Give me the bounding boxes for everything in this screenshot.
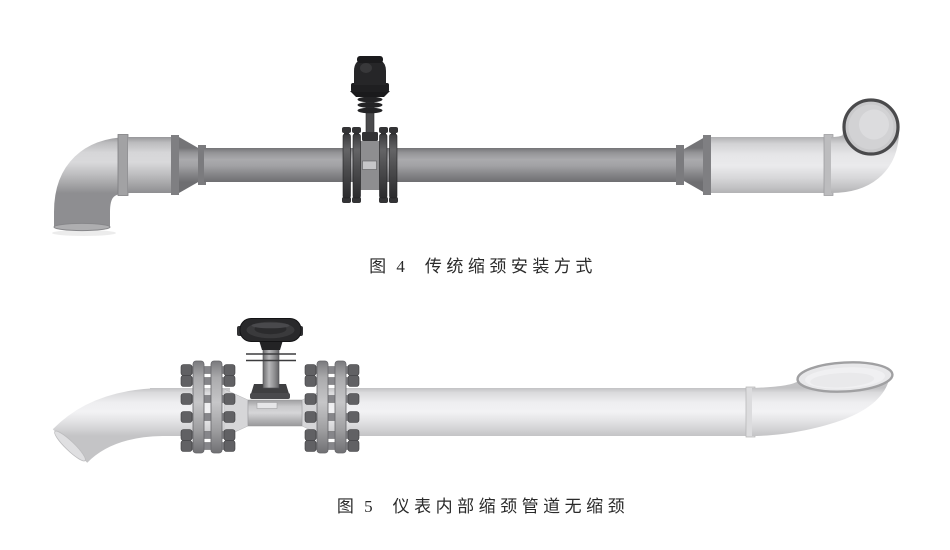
fig4-transmitter — [350, 56, 390, 141]
fig4-left-collar-ring — [117, 134, 129, 196]
fig4-left-large-pipe — [128, 137, 173, 193]
figure-5-caption: 图 5 仪表内部缩颈管道无缩颈 — [8, 492, 950, 517]
elbow-shadow — [52, 230, 116, 236]
fig4-flange-discs — [342, 133, 398, 199]
fig4-right-expander — [676, 135, 711, 195]
fig5-right-flange — [304, 360, 360, 454]
figure-4-caption: 图 4 传统缩颈安装方式 — [8, 252, 950, 277]
figure-4-caption-label: 图 4 — [369, 257, 408, 276]
fig5-right-elbow — [752, 361, 894, 436]
fig4-left-reducer — [171, 135, 206, 195]
fig5-left-elbow — [52, 388, 163, 464]
fig4-right-large-pipe — [711, 137, 826, 193]
figure-5-pipe-illustration — [52, 318, 894, 464]
fig4-reduced-pipe — [204, 148, 678, 182]
figure-5-caption-title: 仪表内部缩颈管道无缩颈 — [392, 497, 630, 516]
transmitter-highlight — [360, 63, 372, 73]
fig4-flowmeter — [342, 127, 398, 203]
fig5-transmitter — [237, 318, 303, 399]
figure-4-pipe-illustration — [52, 56, 900, 236]
fig5-right-pipe — [320, 388, 748, 436]
figure-5-caption-label: 图 5 — [336, 497, 376, 516]
fig4-right-elbow — [829, 98, 900, 193]
fig5-left-flange — [180, 360, 236, 454]
figure-4-caption-title: 传统缩颈安装方式 — [424, 257, 597, 276]
